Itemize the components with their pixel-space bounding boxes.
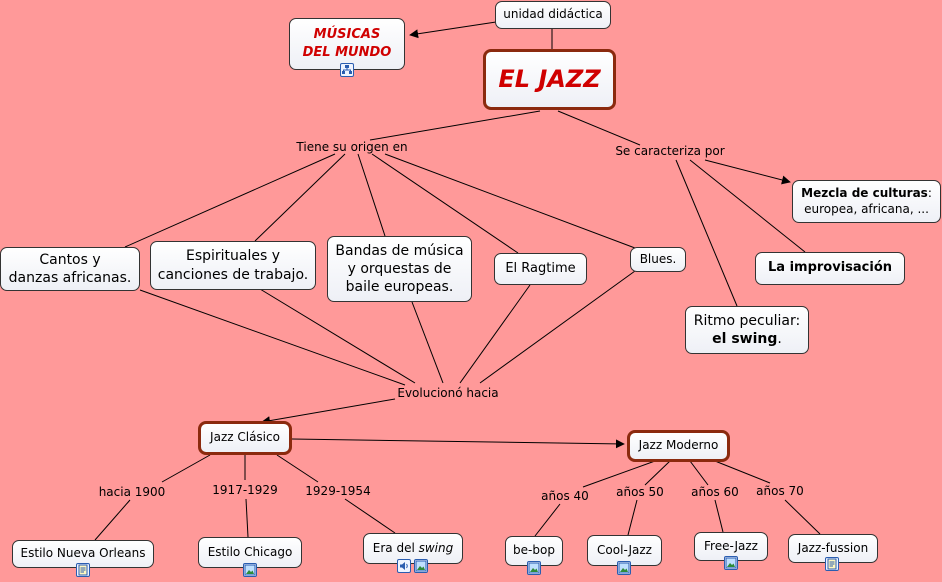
cool-jazz-node[interactable]: Cool-Jazz [587, 535, 662, 566]
improvisacion-text: La improvisación [767, 260, 893, 276]
link-anos-40: años 40 [541, 489, 589, 503]
musicas-line-1: MÚSICAS [313, 27, 381, 43]
jazz-fussion-text: Jazz-fussion [797, 540, 869, 555]
ragtime-text: El Ragtime [505, 260, 576, 276]
musicas-line-2: DEL MUNDO [302, 45, 392, 60]
be-bop-text: be-bop [513, 543, 555, 558]
bandas-line-3: baile europeas. [345, 279, 454, 296]
espirituales-node[interactable]: Espirituales y canciones de trabajo. [150, 241, 316, 290]
link-anos-50: años 50 [616, 485, 664, 499]
ritmo-dot: . [777, 331, 782, 347]
ritmo-bold-text: el swing [712, 331, 778, 347]
link-tiene-su-origen: Tiene su origen en [296, 140, 408, 154]
ritmo-line-2: el swing. [712, 330, 782, 348]
link-se-caracteriza: Se caracteriza por [615, 144, 725, 158]
blues-node[interactable]: Blues. [630, 247, 686, 272]
cantos-africanos-node[interactable]: Cantos y danzas africanas. [0, 247, 140, 291]
bandas-line-1: Bandas de música [335, 242, 464, 259]
estilo-chicago-text: Estilo Chicago [207, 544, 293, 559]
ritmo-swing-node[interactable]: Ritmo peculiar: el swing. [685, 306, 809, 354]
image-icon[interactable] [527, 561, 541, 575]
link-1917-1929: 1917-1929 [212, 483, 278, 497]
cool-jazz-text: Cool-Jazz [597, 542, 652, 557]
link-anos-70: años 70 [756, 484, 804, 498]
bandas-line-2: y orquestas de [347, 260, 452, 277]
era-del-swing-node[interactable]: Era del swing [363, 533, 463, 564]
improvisacion-node[interactable]: La improvisación [755, 252, 905, 285]
nueva-orleans-node[interactable]: Estilo Nueva Orleans [12, 540, 154, 568]
blues-text: Blues. [639, 251, 677, 266]
mezcla-line-2: europea, africana, ... [804, 201, 929, 216]
link-1929-1954: 1929-1954 [305, 484, 371, 498]
link-anos-60: años 60 [691, 485, 739, 499]
nueva-orleans-text: Estilo Nueva Orleans [20, 546, 146, 561]
image-icon[interactable] [414, 559, 428, 573]
jazz-moderno-node[interactable]: Jazz Moderno [627, 430, 730, 462]
bandas-musica-node[interactable]: Bandas de música y orquestas de baile eu… [327, 236, 472, 302]
jazz-moderno-text: Jazz Moderno [638, 438, 719, 453]
page-title: EL JAZZ [498, 64, 601, 93]
cantos-line-1: Cantos y [39, 251, 101, 268]
mezcla-bold-text: Mezcla de culturas [801, 185, 928, 200]
concept-map-icon[interactable] [340, 63, 354, 77]
era-swing-text: swing [418, 540, 454, 555]
image-icon[interactable] [243, 563, 257, 577]
document-icon[interactable] [825, 557, 839, 571]
cantos-line-2: danzas africanas. [8, 270, 132, 286]
audio-icon[interactable] [397, 559, 411, 573]
era-prefix-text: Era del [372, 540, 419, 555]
ritmo-line-1: Ritmo peculiar: [693, 312, 801, 329]
era-del-swing-label: Era del swing [373, 541, 453, 557]
link-hacia-1900: hacia 1900 [98, 485, 166, 499]
unidad-didactica-node[interactable]: unidad didáctica [495, 1, 611, 29]
musicas-del-mundo-node[interactable]: MÚSICAS DEL MUNDO [289, 18, 405, 70]
jazz-clasico-node[interactable]: Jazz Clásico [198, 421, 292, 455]
espirituales-line-2: canciones de trabajo. [157, 266, 309, 283]
document-icon[interactable] [76, 563, 90, 577]
link-evoluciono-hacia: Evolucionó hacia [397, 386, 499, 400]
mezcla-culturas-node[interactable]: Mezcla de culturas: europea, africana, .… [792, 180, 941, 223]
el-jazz-root-node[interactable]: EL JAZZ [483, 49, 616, 110]
image-icon[interactable] [617, 561, 631, 575]
espirituales-line-1: Espirituales y [185, 248, 281, 265]
mezcla-colon: : [927, 185, 932, 200]
unidad-didactica-text: unidad didáctica [503, 7, 603, 22]
image-icon[interactable] [724, 556, 738, 570]
mezcla-line-1: Mezcla de culturas: [801, 186, 932, 202]
jazz-clasico-text: Jazz Clásico [210, 430, 280, 445]
free-jazz-text: Free-Jazz [704, 538, 758, 553]
ragtime-node[interactable]: El Ragtime [494, 253, 587, 285]
